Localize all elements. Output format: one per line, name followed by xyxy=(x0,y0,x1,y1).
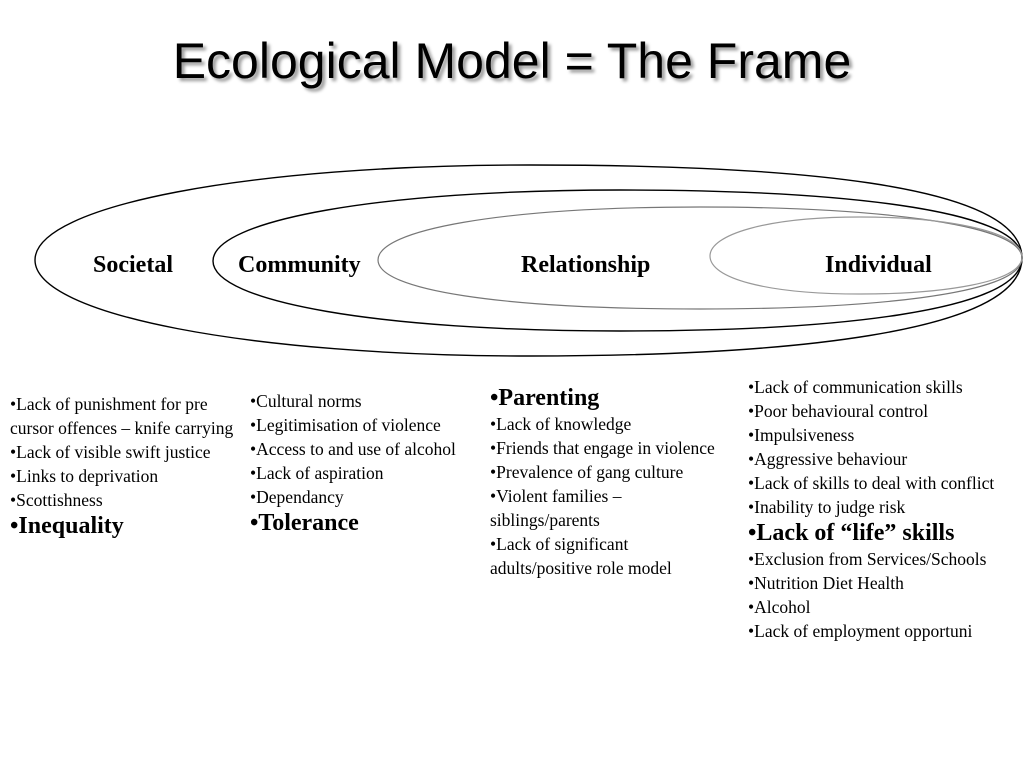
societal-factor-item: Links to deprivation xyxy=(10,464,238,488)
community-factor-item: Lack of aspiration xyxy=(250,461,495,485)
individual-factor-item: Exclusion from Services/Schools xyxy=(748,547,1024,571)
societal-factor-item: Lack of visible swift justice xyxy=(10,440,238,464)
community-factors-list: Cultural normsLegitimisation of violence… xyxy=(250,389,495,537)
community-factor-item: Tolerance xyxy=(250,509,495,537)
individual-factor-item: Inability to judge risk xyxy=(748,495,1024,519)
individual-factor-item: Poor behavioural control xyxy=(748,399,1024,423)
individual-factor-item: Alcohol xyxy=(748,595,1024,619)
individual-factor-item: Nutrition Diet Health xyxy=(748,571,1024,595)
individual-ellipse xyxy=(709,216,1023,295)
relationship-ellipse xyxy=(377,206,1023,310)
relationship-factor-item: Prevalence of gang culture xyxy=(490,460,730,484)
individual-factor-item: Lack of communication skills xyxy=(748,375,1024,399)
level-label-community: Community xyxy=(238,252,361,278)
societal-factor-item: Lack of punishment for pre cursor offenc… xyxy=(10,392,238,440)
relationship-factor-item: Parenting xyxy=(490,384,730,412)
societal-ellipse xyxy=(34,164,1023,357)
individual-factor-item: Lack of skills to deal with conflict xyxy=(748,471,1024,495)
relationship-factor-item: Friends that engage in violence xyxy=(490,436,730,460)
individual-factor-item: Aggressive behaviour xyxy=(748,447,1024,471)
slide-title: Ecological Model = The Frame xyxy=(172,33,852,89)
relationship-factor-item: Lack of knowledge xyxy=(490,412,730,436)
individual-factor-item: Lack of “life” skills xyxy=(748,519,1024,547)
individual-factor-item: Lack of employment opportuni xyxy=(748,619,1024,643)
individual-factors-list: Lack of communication skillsPoor behavio… xyxy=(748,375,1024,643)
relationship-factor-item: Violent families – siblings/parents xyxy=(490,484,730,532)
individual-factor-item: Impulsiveness xyxy=(748,423,1024,447)
level-label-societal: Societal xyxy=(93,252,173,278)
community-ellipse xyxy=(212,189,1023,332)
societal-factors-list: Lack of punishment for pre cursor offenc… xyxy=(10,392,238,540)
community-factor-item: Access to and use of alcohol xyxy=(250,437,495,461)
level-label-relationship: Relationship xyxy=(521,252,650,278)
community-factor-item: Cultural norms xyxy=(250,389,495,413)
community-factor-item: Dependancy xyxy=(250,485,495,509)
relationship-factor-item: Lack of significant adults/positive role… xyxy=(490,532,730,580)
level-label-individual: Individual xyxy=(825,252,932,278)
relationship-factors-list: ParentingLack of knowledgeFriends that e… xyxy=(490,384,730,580)
societal-factor-item: Scottishness xyxy=(10,488,238,512)
community-factor-item: Legitimisation of violence xyxy=(250,413,495,437)
societal-factor-item: Inequality xyxy=(10,512,238,540)
